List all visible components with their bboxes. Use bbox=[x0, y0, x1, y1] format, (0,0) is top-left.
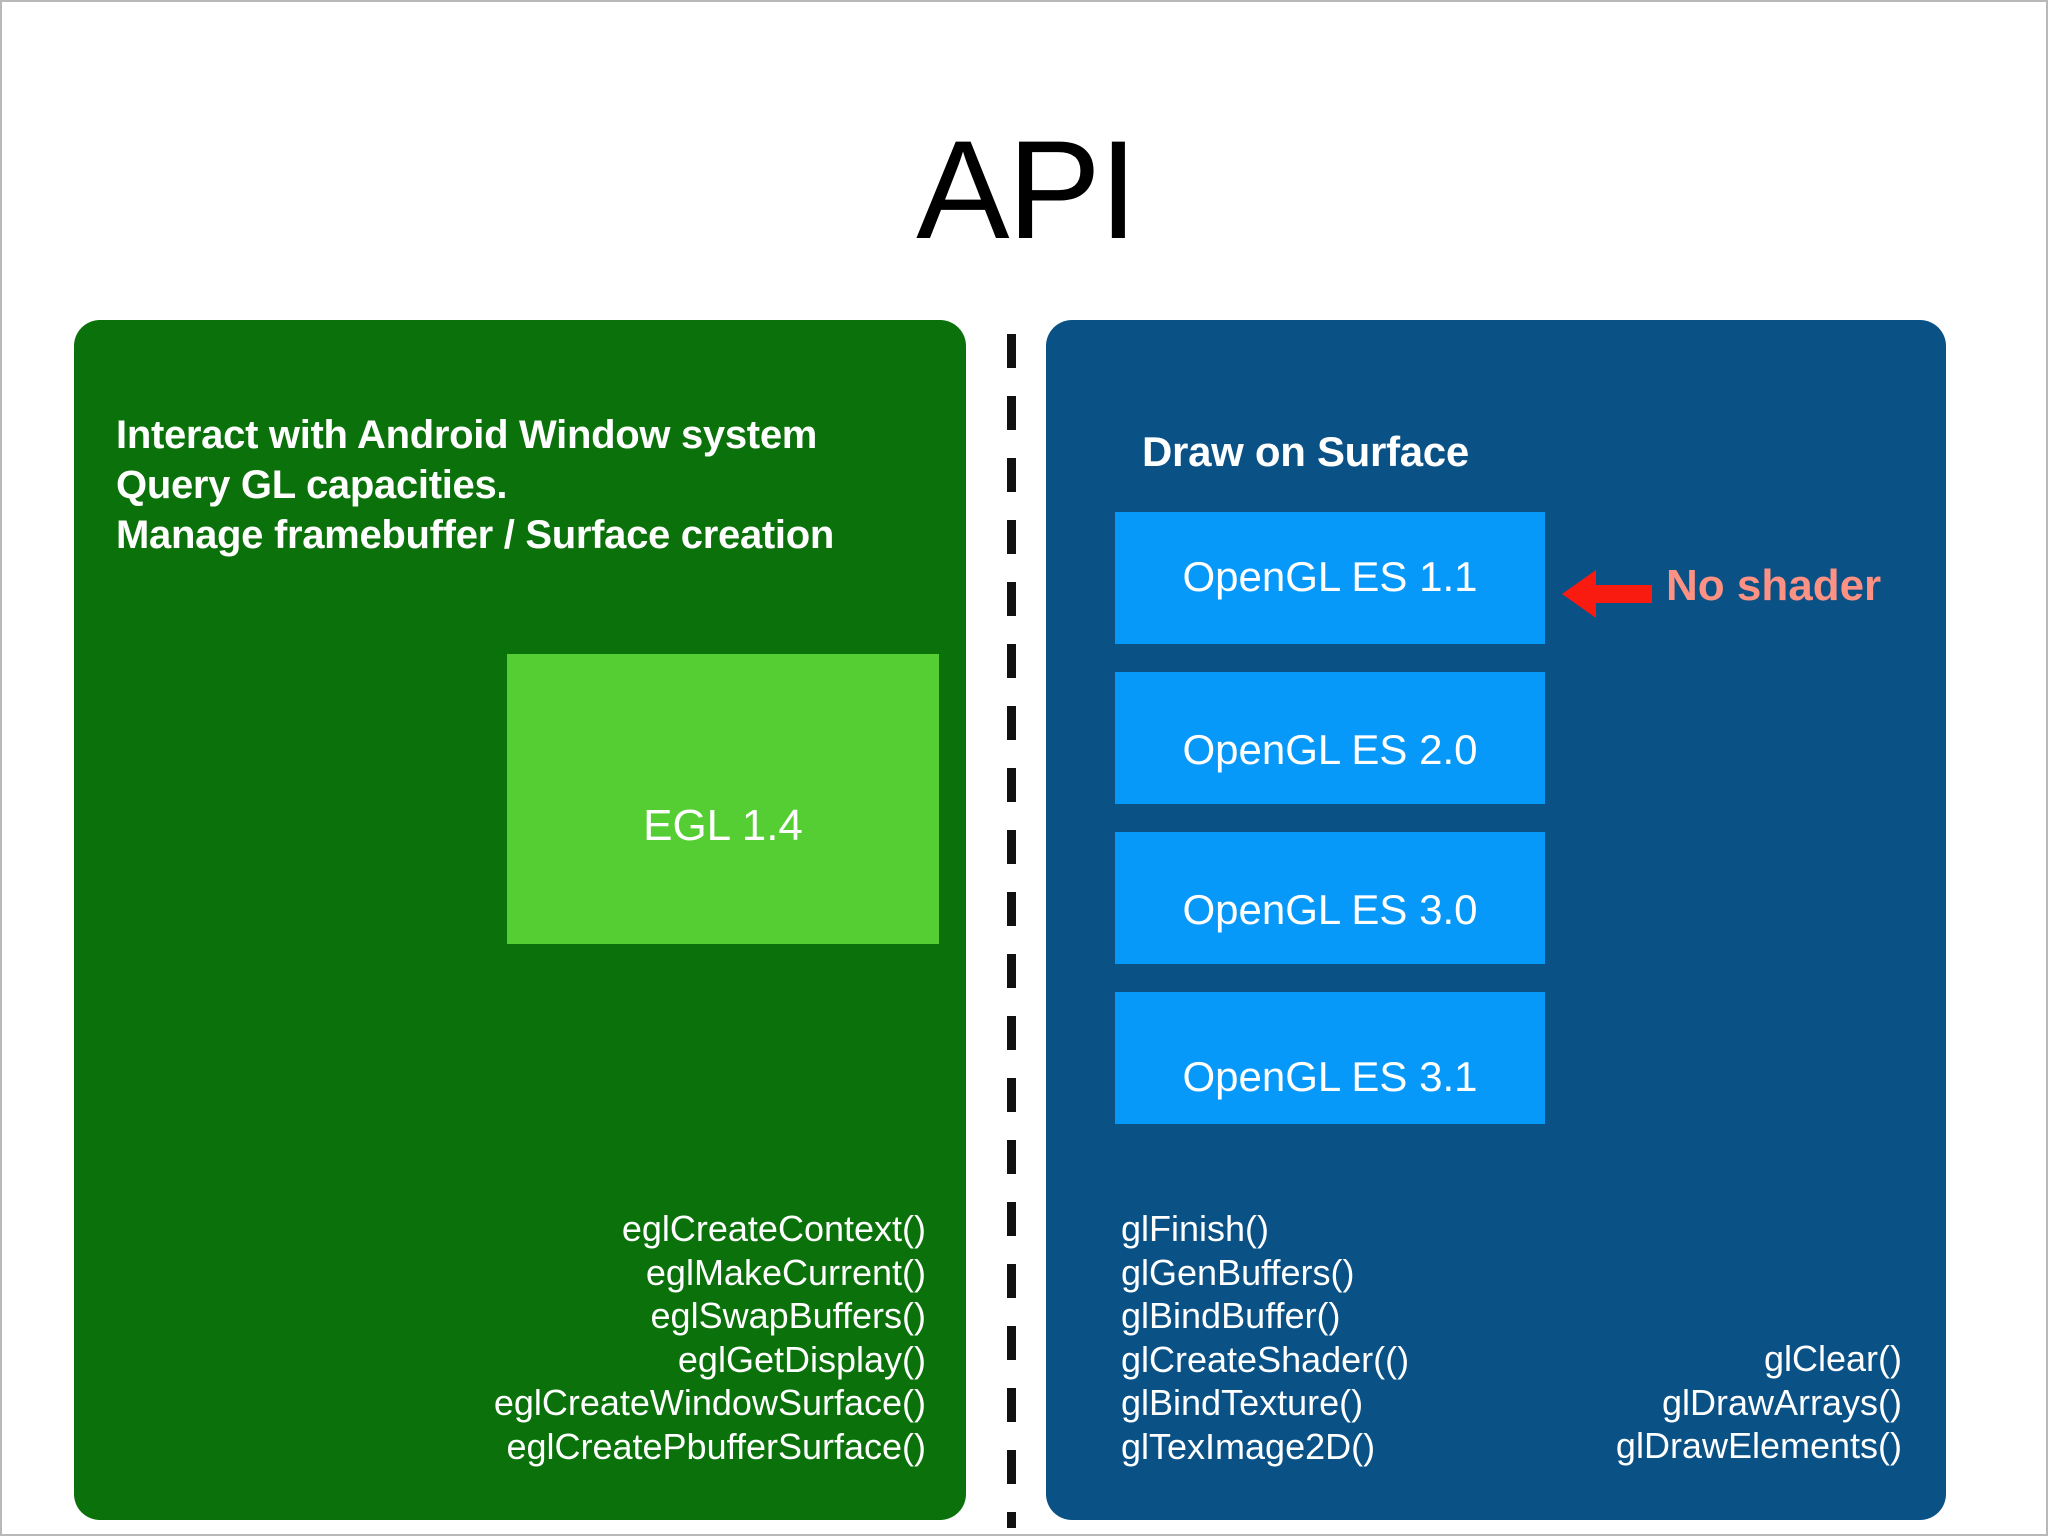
egl-function-list: eglCreateContext() eglMakeCurrent() eglS… bbox=[386, 1207, 926, 1468]
egl-function-item: eglCreatePbufferSurface() bbox=[506, 1425, 926, 1467]
no-shader-annotation: No shader bbox=[1666, 561, 1882, 610]
egl-function-item: eglGetDisplay() bbox=[677, 1338, 926, 1380]
gl-function-item: glBindTexture() bbox=[1121, 1382, 1364, 1423]
gl-function-item: glClear() bbox=[1763, 1338, 1902, 1379]
egl-function-item: eglCreateWindowSurface() bbox=[493, 1382, 926, 1423]
opengl-es-3-0-box[interactable]: OpenGL ES 3.0 bbox=[1115, 832, 1545, 964]
opengl-es-2-0-label: OpenGL ES 2.0 bbox=[1182, 726, 1478, 773]
opengl-es-1-1-box[interactable]: OpenGL ES 1.1 bbox=[1115, 512, 1545, 644]
egl-function-item: eglSwapBuffers() bbox=[650, 1295, 926, 1336]
gl-function-item: glFinish() bbox=[1121, 1208, 1270, 1249]
gl-function-item: glDrawElements() bbox=[1615, 1425, 1902, 1466]
opengl-es-3-1-label: OpenGL ES 3.1 bbox=[1182, 1053, 1478, 1100]
gl-function-item: glTexImage2D() bbox=[1121, 1425, 1376, 1467]
gl-function-item: glBindBuffer() bbox=[1121, 1295, 1341, 1336]
egl-version-label: EGL 1.4 bbox=[643, 801, 803, 850]
gl-function-item: glGenBuffers() bbox=[1121, 1251, 1355, 1293]
vertical-dashed-divider bbox=[1007, 334, 1016, 1528]
gl-function-list-primary: glFinish() glGenBuffers() glBindBuffer()… bbox=[1121, 1207, 1541, 1468]
page-title: API bbox=[916, 111, 1138, 268]
opengl-es-2-0-box[interactable]: OpenGL ES 2.0 bbox=[1115, 672, 1545, 804]
egl-function-item: eglMakeCurrent() bbox=[645, 1251, 926, 1293]
gl-function-item: glDrawArrays() bbox=[1661, 1381, 1902, 1423]
egl-description-line-1: Interact with Android Window system bbox=[116, 413, 818, 457]
egl-version-box[interactable]: EGL 1.4 bbox=[507, 654, 939, 944]
egl-description-line-2: Query GL capacities. bbox=[116, 463, 508, 507]
egl-panel-description: Interact with Android Window system Quer… bbox=[116, 410, 916, 560]
gl-function-list-secondary: glClear() glDrawArrays() glDrawElements(… bbox=[1502, 1337, 1902, 1468]
opengl-es-3-0-label: OpenGL ES 3.0 bbox=[1182, 886, 1478, 933]
opengl-es-1-1-label: OpenGL ES 1.1 bbox=[1182, 553, 1478, 600]
gl-function-item: glCreateShader(() bbox=[1121, 1338, 1410, 1380]
egl-description-line-3: Manage framebuffer / Surface creation bbox=[116, 513, 835, 557]
opengl-panel-heading: Draw on Surface bbox=[1142, 428, 1469, 475]
opengl-es-3-1-box[interactable]: OpenGL ES 3.1 bbox=[1115, 992, 1545, 1124]
egl-function-item: eglCreateContext() bbox=[621, 1208, 926, 1249]
arrow-left-icon bbox=[1562, 567, 1652, 621]
